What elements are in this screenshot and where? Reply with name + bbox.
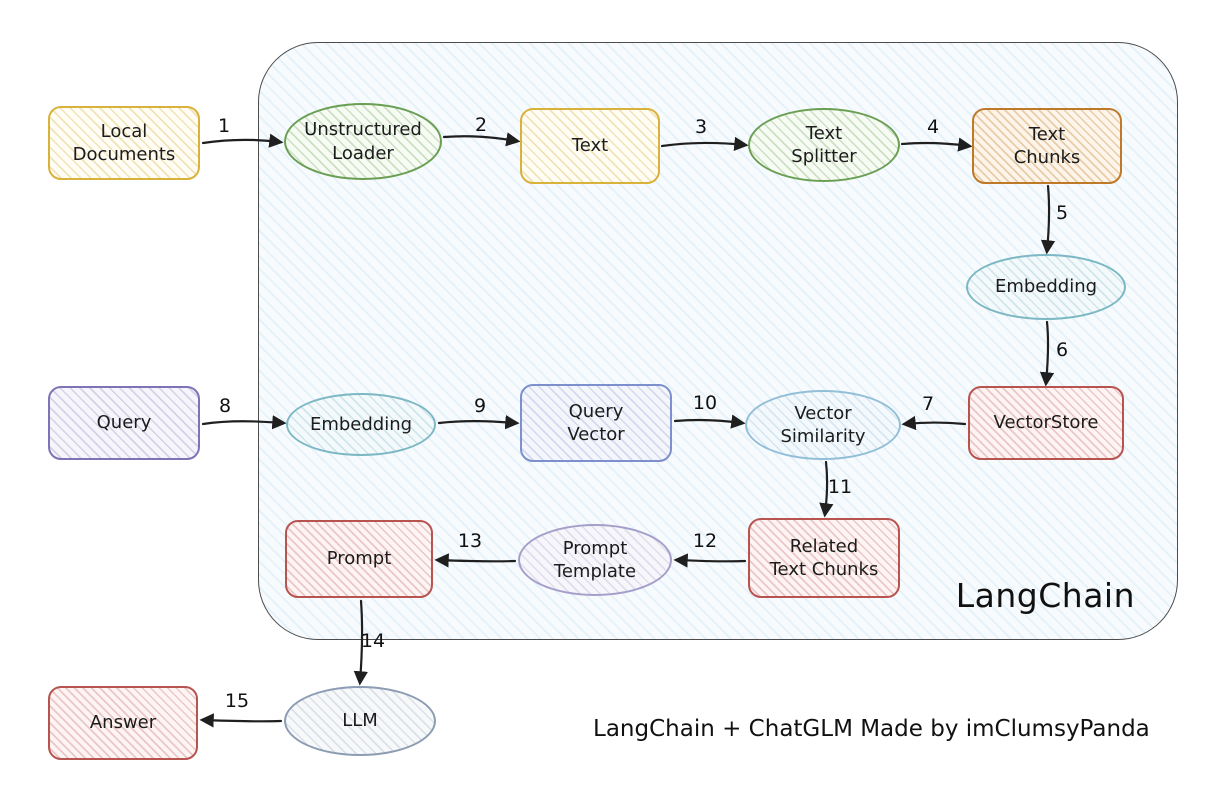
node-vectorstore: VectorStore [968,386,1124,460]
node-query-vector: Query Vector [520,384,672,462]
edge-label-4: 4 [926,116,940,138]
edge-label-13: 13 [457,530,483,552]
edge-label-9: 9 [473,395,487,417]
edge-label-12: 12 [692,530,718,552]
edge-label-1: 1 [217,115,231,137]
edge-label-2: 2 [474,114,488,136]
edge-label-6: 6 [1055,339,1069,361]
langchain-label: LangChain [955,576,1135,615]
node-text: Text [520,108,660,184]
edge-label-10: 10 [692,392,718,414]
edge-label-8: 8 [218,395,232,417]
node-text-splitter: Text Splitter [748,108,900,182]
node-prompt: Prompt [285,520,433,598]
edge-label-15: 15 [224,690,250,712]
node-embedding-store: Embedding [966,254,1126,320]
edge-label-7: 7 [921,393,935,415]
edge-label-14: 14 [360,630,386,652]
node-prompt-template: Prompt Template [518,524,672,596]
node-text-chunks: Text Chunks [972,108,1122,184]
node-query: Query [48,386,200,460]
node-llm: LLM [284,686,436,756]
edge-label-5: 5 [1055,202,1069,224]
edge-label-11: 11 [827,476,853,498]
node-embedding-query: Embedding [286,393,436,456]
node-local-documents: Local Documents [48,106,200,180]
arrow-15 [199,713,283,728]
edge-label-3: 3 [694,116,708,138]
node-related-text-chunks: Related Text Chunks [748,518,900,598]
node-vector-similarity: Vector Similarity [745,390,901,460]
node-unstructured-loader: Unstructured Loader [284,103,442,180]
caption: LangChain + ChatGLM Made by imClumsyPand… [593,716,1150,742]
node-answer: Answer [48,686,198,760]
